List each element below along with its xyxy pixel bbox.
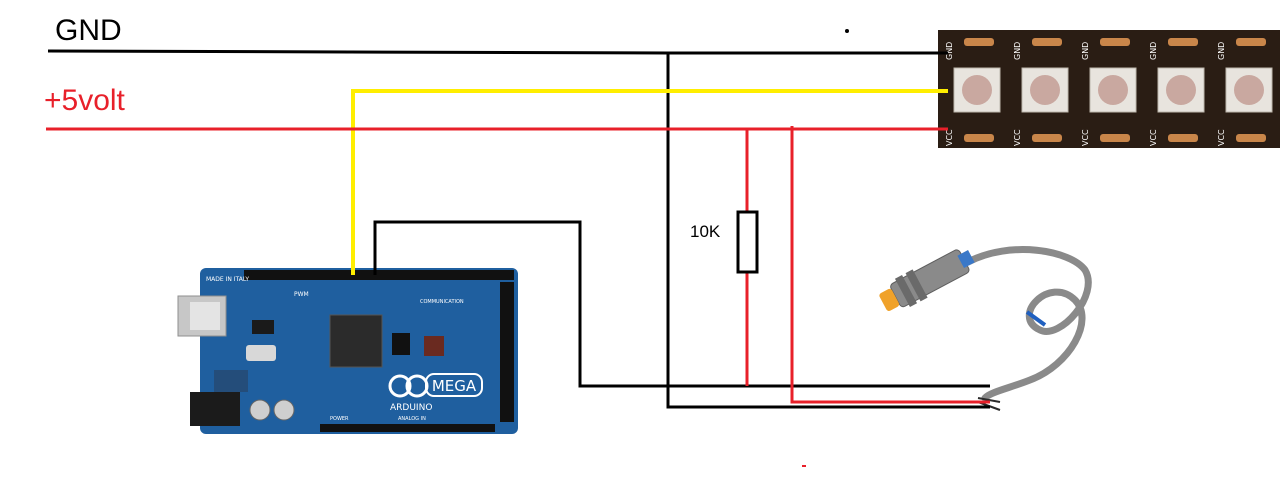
sensor-nut-2 [905,269,928,302]
logo-brand-text: ARDUINO [390,403,432,413]
strip-leds: GND VCC GND VCC GND VCC GND VCC GND VCC [945,38,1273,146]
resistor-10k [736,210,759,274]
logo-ring-left [388,374,412,398]
bottom-header [320,424,495,432]
silk-power: POWER [330,416,349,422]
led-lens [1234,75,1264,105]
sensor-tip [879,288,900,311]
strip-gnd-label: GND [1149,42,1158,60]
dc-jack [190,392,240,426]
strip-vcc-label: VCC [1149,129,1158,146]
led-lens [1030,75,1060,105]
strip-gnd-label: GND [1081,42,1090,60]
strip-pad-bottom [1168,134,1198,142]
sensor-body-group [879,249,975,311]
led-strip: GND VCC GND VCC GND VCC GND VCC GND VCC [938,30,1280,148]
sensor-lead-1 [977,397,1001,403]
icsp-header [392,333,410,355]
strip-vcc-label: VCC [1217,129,1226,146]
strip-pad-top [1100,38,1130,46]
strip-gnd-label: GND [1013,42,1022,60]
strip-pad-top [1168,38,1198,46]
silk-origin: MADE IN ITALY [206,276,249,283]
sensor-led-cap [957,250,975,269]
gnd-label: GND [55,14,122,47]
vcc-wires [46,126,990,404]
silk-analog: ANALOG IN [398,416,426,422]
proximity-sensor [879,246,1092,411]
strip-vcc-label: VCC [1081,129,1090,146]
data-wire [351,89,948,275]
arduino-mega-board: MEGA ARDUINO MADE IN ITALY PWM COMMUNICA… [177,268,518,434]
stray-dot-bottom [802,465,806,467]
strip-pad-bottom [1236,134,1266,142]
stray-dot-top [845,29,849,33]
strip-gnd-label: GND [1217,42,1226,60]
logo-mega-frame [425,373,483,397]
regulator [214,370,248,392]
sensor-nut-1 [894,274,918,307]
reset-button [424,336,444,356]
sensor-cable [964,246,1092,402]
strip-pad-top [1236,38,1266,46]
data-wire-group [351,89,948,275]
led-lens [1098,75,1128,105]
strip-pad-top [964,38,994,46]
silk-comm: COMMUNICATION [420,299,464,305]
gnd-drop-wire [666,53,990,409]
resistor-label: 10K [690,222,721,241]
usb-inner [190,302,220,330]
strip-pad-bottom [1100,134,1130,142]
signal-wire [373,220,990,388]
strip-pad-bottom [1032,134,1062,142]
capacitor-2 [273,399,295,421]
strip-gnd-label: GND [945,42,954,60]
top-header [244,270,514,280]
vcc-label: +5volt [44,84,125,117]
mcu-chip [329,314,383,368]
strip-pad-top [1032,38,1062,46]
silk-pwm: PWM [294,291,309,298]
strip-vcc-label: VCC [1013,129,1022,146]
cable-tie [1025,310,1047,327]
sensor-vcc-wire [790,126,990,404]
strip-vcc-label: VCC [945,129,954,146]
logo-mega-text: MEGA [432,377,477,395]
side-header [500,282,514,422]
gnd-rail-wire [47,49,948,55]
gnd-wires [47,49,990,409]
capacitor-1 [249,399,271,421]
usb-chip [252,320,274,334]
crystal [246,345,276,361]
led-lens [1166,75,1196,105]
led-lens [962,75,992,105]
strip-pad-bottom [964,134,994,142]
